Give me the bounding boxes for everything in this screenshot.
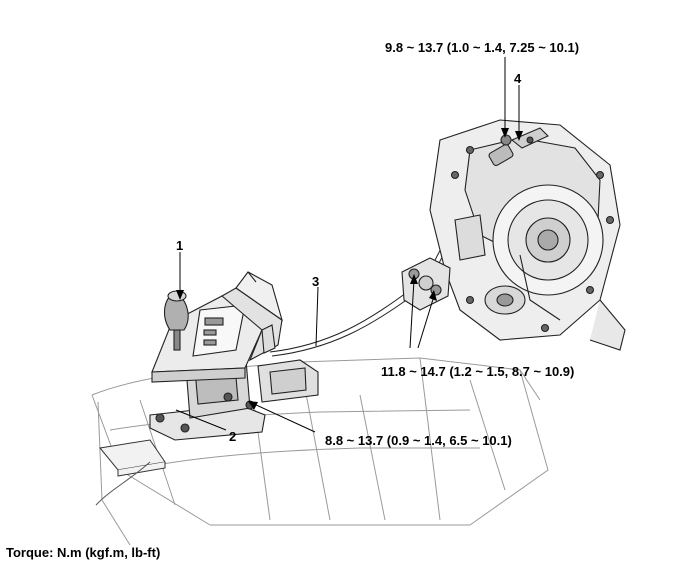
cable-bracket	[401, 257, 451, 311]
floor-tunnel	[91, 357, 549, 546]
leader-lines	[175, 57, 520, 433]
transaxle-housing	[429, 119, 626, 351]
torque-units-footnote: Torque: N.m (kgf.m, lb-ft)	[6, 545, 161, 560]
callout-4-label: 4	[514, 71, 522, 86]
torque-spec-lever-bolts: 8.8 ~ 13.7 (0.9 ~ 1.4, 6.5 ~ 10.1)	[325, 433, 512, 448]
callout-3-label: 3	[312, 274, 320, 289]
torque-spec-bracket-bolts: 11.8 ~ 14.7 (1.2 ~ 1.5, 8.7 ~ 10.9)	[381, 364, 575, 379]
callout-2-label: 2	[229, 429, 237, 444]
leader-arrowheads	[176, 128, 523, 410]
callout-1-label: 1	[176, 238, 184, 253]
shift-lever-assembly	[149, 271, 319, 441]
cable-end-fitting	[488, 127, 549, 167]
harness-tray	[95, 439, 166, 506]
torque-spec-cable-nut: 9.8 ~ 13.7 (1.0 ~ 1.4, 7.25 ~ 10.1)	[385, 40, 580, 55]
